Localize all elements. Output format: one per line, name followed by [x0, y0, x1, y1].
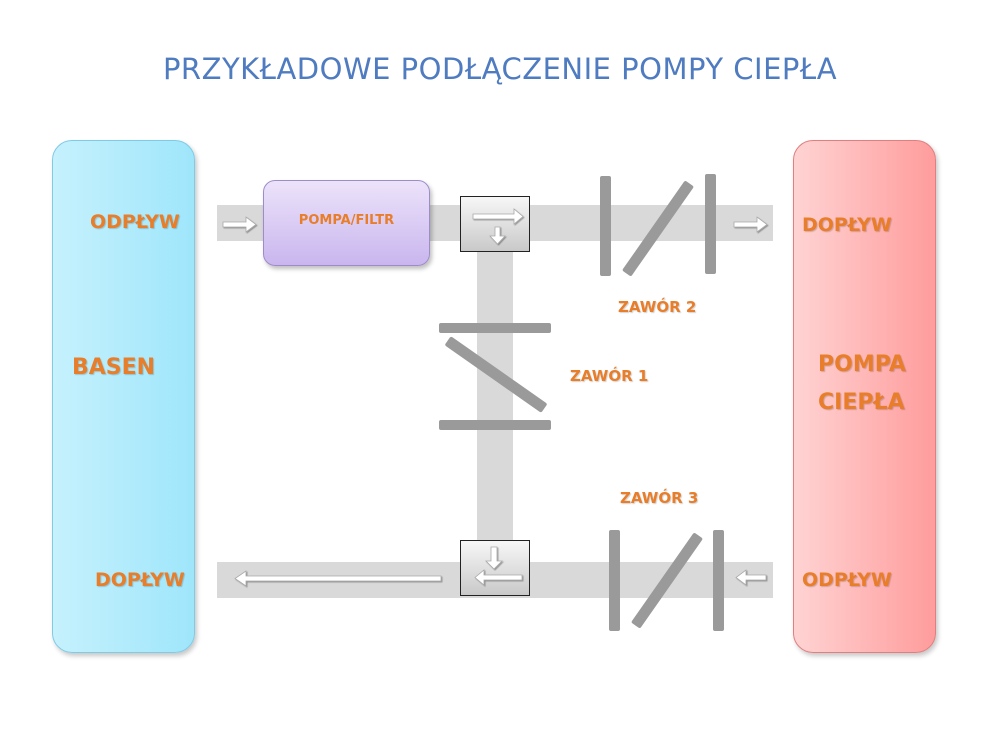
heat-pump-label-line1: POMPA [818, 352, 906, 377]
heat-pump-tank [793, 140, 936, 653]
pump-filter-label: POMPA/FILTR [298, 213, 395, 228]
diagram-title: PRZYKŁADOWE PODŁĄCZENIE POMPY CIEPŁA [162, 52, 838, 86]
valve1-label: ZAWÓR 1 [570, 367, 649, 385]
basen-tank [52, 140, 195, 653]
valve1-top-flange [439, 323, 551, 333]
basen-inlet-label: DOPŁYW [95, 569, 185, 591]
bypass-pipe [477, 240, 513, 565]
basen-label: BASEN [72, 355, 156, 380]
basen-outlet-label: ODPŁYW [90, 211, 180, 233]
valve3-left-flange [609, 530, 620, 631]
bottom-tee-junction [460, 540, 530, 596]
valve3-label: ZAWÓR 3 [620, 489, 699, 507]
valve2-label: ZAWÓR 2 [618, 298, 697, 316]
valve2-left-flange [600, 176, 611, 276]
valve2-right-flange [705, 174, 716, 274]
heat-pump-label-line2: CIEPŁA [818, 390, 905, 415]
valve1-bottom-flange [439, 420, 551, 430]
valve3-right-flange [713, 530, 724, 631]
pump-filter-box: POMPA/FILTR [263, 180, 430, 266]
top-tee-junction [460, 196, 530, 252]
heat-pump-outlet-label: ODPŁYW [802, 569, 892, 591]
heat-pump-inlet-label: DOPŁYW [802, 214, 892, 236]
